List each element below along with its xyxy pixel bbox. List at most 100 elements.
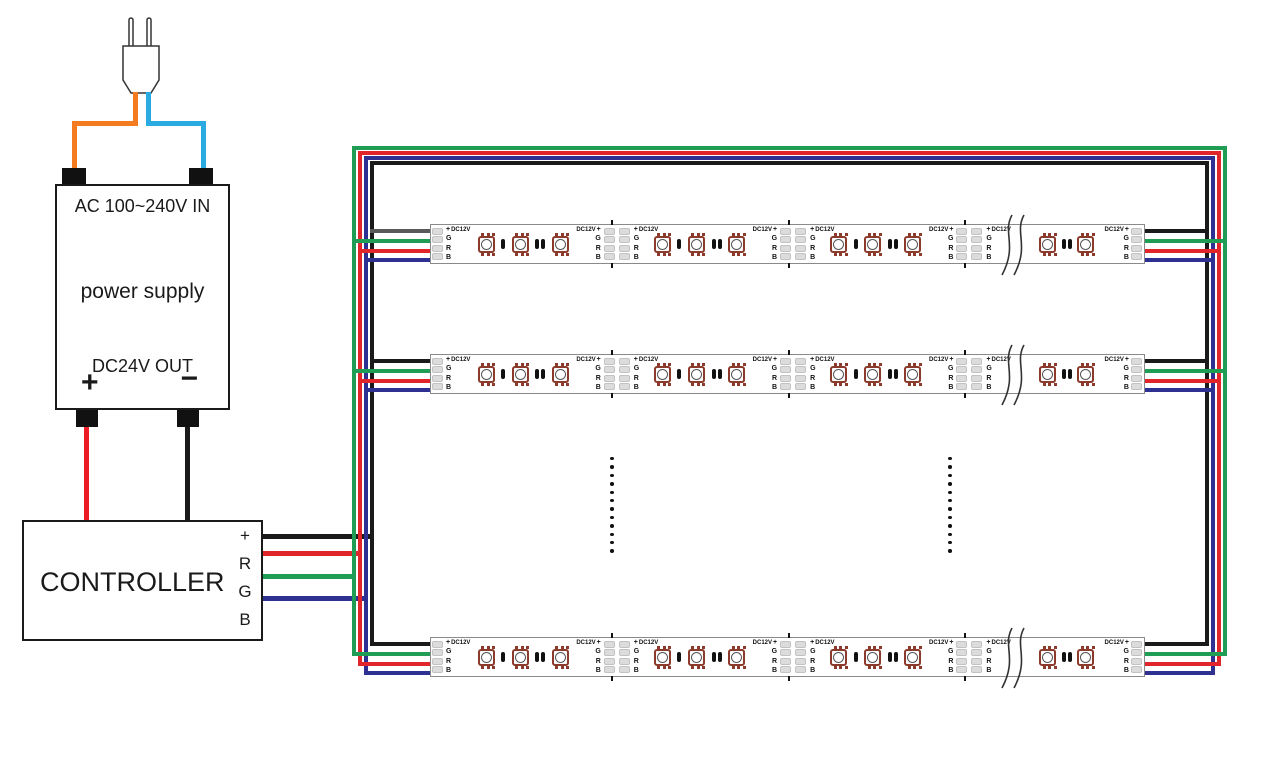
pad-label-r: R bbox=[772, 374, 778, 382]
led-pin bbox=[1080, 382, 1084, 386]
led-pin bbox=[560, 252, 564, 256]
continuation-dot bbox=[610, 524, 614, 528]
pad-label-b: B bbox=[986, 253, 992, 261]
capacitor bbox=[1067, 652, 1072, 662]
joint-tick bbox=[611, 633, 614, 638]
led-chip bbox=[1039, 232, 1057, 256]
led-pin bbox=[918, 232, 922, 236]
solder-pad bbox=[432, 228, 443, 235]
voltage-label: DC12V bbox=[451, 227, 471, 233]
pad-label-g: G bbox=[986, 235, 992, 243]
capacitor bbox=[717, 652, 722, 662]
led-pin bbox=[1048, 252, 1052, 256]
led-chip bbox=[687, 232, 706, 256]
solder-pad-column bbox=[1130, 638, 1144, 676]
strip2-left-g-wire bbox=[352, 369, 434, 373]
led-pin bbox=[560, 382, 564, 386]
controller-terminal-plus: + bbox=[240, 526, 250, 545]
solder-pad-column bbox=[955, 225, 969, 263]
pad-label-r: R bbox=[948, 244, 954, 252]
strip1-right-g-wire bbox=[1140, 239, 1227, 243]
pad-label-row: R bbox=[810, 245, 834, 253]
capacitor bbox=[501, 239, 506, 249]
pad-label-row: DC12V+ bbox=[753, 639, 777, 647]
bundle-g-right-vertical bbox=[1223, 146, 1227, 656]
led-pin bbox=[918, 382, 922, 386]
led-pin bbox=[662, 252, 666, 256]
pad-label-row: B bbox=[634, 667, 658, 675]
solder-pad bbox=[618, 358, 630, 365]
led-pin bbox=[844, 665, 848, 669]
joint-tick bbox=[963, 633, 966, 638]
strip-segment bbox=[647, 355, 751, 393]
continuation-dot bbox=[948, 482, 952, 486]
pad-label-row: G bbox=[446, 235, 470, 243]
solder-pad bbox=[432, 366, 443, 374]
pad-label-b: B bbox=[1123, 253, 1129, 261]
pad-label-row: G bbox=[948, 235, 953, 243]
led-chip bbox=[477, 232, 496, 256]
solder-pad bbox=[1130, 374, 1142, 382]
solder-pad-column bbox=[618, 638, 632, 676]
led-pin bbox=[737, 362, 741, 366]
led-pin bbox=[1091, 645, 1095, 649]
pad-label-r: R bbox=[948, 657, 954, 665]
voltage-label: DC12V bbox=[991, 357, 1011, 363]
capacitor bbox=[711, 652, 716, 662]
led-pin bbox=[1042, 665, 1046, 669]
pad-label-row: DC12V+ bbox=[929, 356, 953, 364]
led-pin bbox=[657, 665, 661, 669]
solder-pad bbox=[603, 252, 615, 260]
continuation-dots-2 bbox=[948, 457, 952, 553]
capacitor-pair bbox=[711, 239, 722, 249]
led-lens bbox=[656, 238, 668, 250]
solder-pad bbox=[971, 665, 983, 673]
solder-pad bbox=[780, 228, 792, 235]
bundle-b-right-vertical bbox=[1211, 156, 1215, 675]
solder-pad bbox=[603, 236, 615, 244]
continuation-dots-1 bbox=[610, 457, 614, 553]
pad-label-g: G bbox=[771, 235, 778, 243]
led-pin bbox=[696, 645, 700, 649]
pad-label-b: B bbox=[595, 253, 601, 261]
solder-pad bbox=[956, 252, 968, 260]
led-pin bbox=[839, 382, 843, 386]
capacitor bbox=[535, 652, 540, 662]
led-pin bbox=[526, 232, 530, 236]
solder-pad bbox=[795, 236, 807, 244]
capacitor bbox=[717, 369, 722, 379]
led-pin bbox=[839, 645, 843, 649]
solder-pad bbox=[971, 366, 983, 374]
led-pin bbox=[696, 665, 700, 669]
solder-pad bbox=[971, 657, 983, 665]
strip2-right-b-wire bbox=[1140, 388, 1215, 392]
led-pin bbox=[696, 382, 700, 386]
led-pin bbox=[731, 252, 735, 256]
voltage-label: DC12V bbox=[1104, 640, 1124, 646]
led-pin bbox=[1091, 252, 1095, 256]
led-pin bbox=[515, 252, 519, 256]
led-chip bbox=[904, 362, 922, 386]
led-pin bbox=[1080, 252, 1084, 256]
strip-segment bbox=[1034, 225, 1100, 263]
pad-label-row: G bbox=[772, 235, 777, 243]
led-pin bbox=[555, 382, 559, 386]
pad-label-b: B bbox=[446, 666, 452, 674]
pad-label-plus: + bbox=[773, 356, 778, 363]
led-pin bbox=[1091, 665, 1095, 669]
led-pin bbox=[918, 252, 922, 256]
pad-label-g: G bbox=[633, 365, 640, 373]
capacitor bbox=[677, 369, 682, 379]
led-pin bbox=[878, 382, 882, 386]
strip2-left-b-wire bbox=[364, 388, 434, 392]
led-chip bbox=[864, 645, 882, 669]
led-pin bbox=[737, 645, 741, 649]
pad-label-row: +DC12V bbox=[446, 226, 470, 234]
led-pin bbox=[691, 382, 695, 386]
led-chip bbox=[904, 232, 922, 256]
led-pin bbox=[833, 665, 837, 669]
